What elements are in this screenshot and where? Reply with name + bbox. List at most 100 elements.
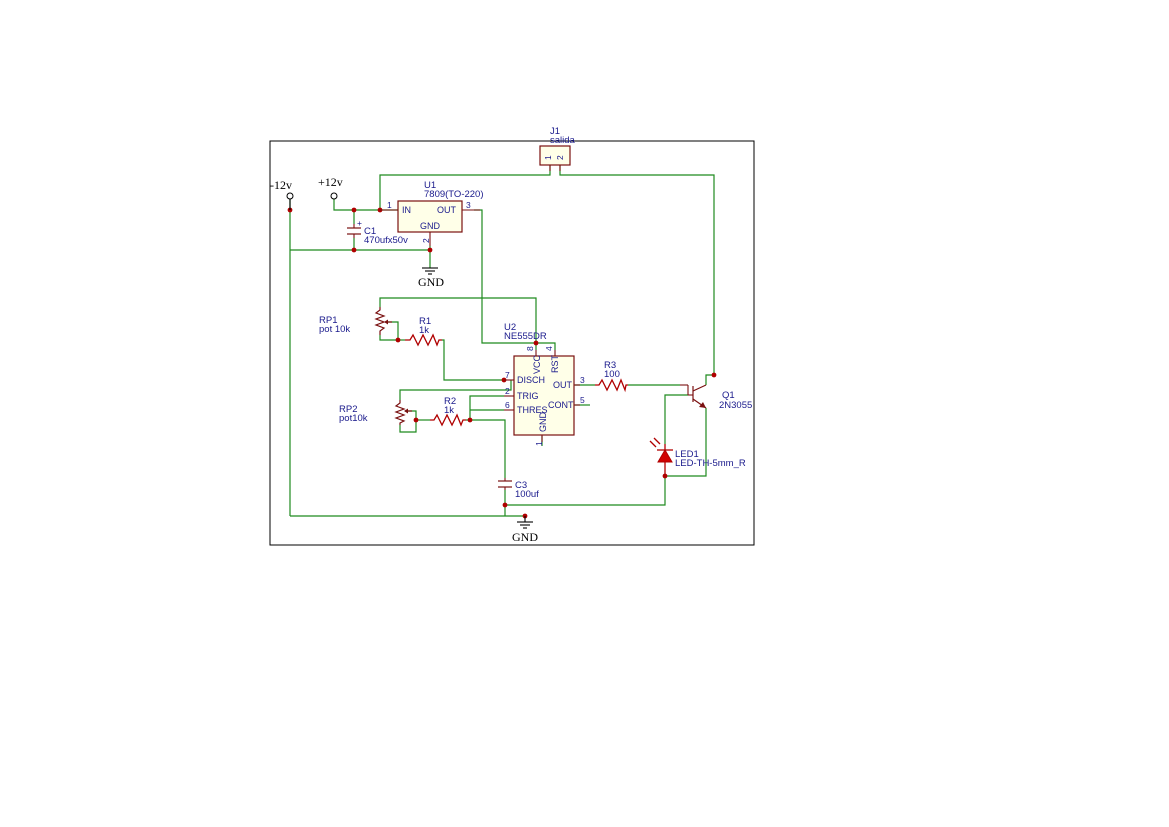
junction (467, 417, 473, 423)
junctions (287, 207, 717, 519)
timer-u2-pin-gnd: GND (538, 412, 548, 433)
capacitor-c3-ref: C3 (515, 480, 527, 491)
capacitor-c3-value: 100uf (515, 489, 539, 500)
transistor-q1-emitter-arrow (699, 402, 706, 408)
connector-j1-pin2: 2 (555, 155, 565, 160)
timer-u2-pin-thres: THRES (517, 405, 548, 415)
junction (533, 340, 539, 346)
timer-u2-body (513, 355, 575, 436)
resistor-r3[interactable]: R3 100 (595, 360, 628, 393)
wire-disch-rp2 (399, 380, 512, 400)
wire-j1-pin2 (559, 165, 715, 375)
wire-c3-top (470, 419, 506, 478)
connector-j1[interactable]: 1 2 J1 salida (539, 126, 576, 171)
power-port-neg12 (286, 192, 294, 200)
regulator-u1-value: 7809(TO-220) (424, 189, 484, 200)
led-led1-ref: LED1 (675, 449, 699, 460)
resistor-r3-value: 100 (604, 369, 620, 380)
potentiometer-rp1[interactable]: RP1 pot 10k (319, 307, 392, 335)
junction (351, 207, 357, 213)
connector-j1-pin1: 1 (543, 155, 553, 160)
regulator-u1-num-out: 3 (466, 200, 471, 210)
connector-j1-ref: J1 (550, 126, 560, 137)
connector-j1-value: salida (550, 135, 576, 146)
timer-u2-num-8: 8 (525, 346, 535, 351)
resistor-r1-ref: R1 (419, 316, 431, 327)
timer-u2-num-4: 4 (544, 346, 554, 351)
timer-u2-num-7: 7 (505, 370, 510, 380)
wire-led-anode (664, 394, 688, 444)
gnd-label-top: GND (418, 275, 444, 289)
gnd-label-bottom: GND (512, 530, 538, 544)
timer-u2-num-5: 5 (580, 395, 585, 405)
wires (289, 165, 715, 517)
power-neg12: -12v (270, 178, 294, 210)
resistor-r1[interactable]: R1 1k (405, 316, 442, 347)
power-port-pos12 (330, 192, 338, 200)
led-led1-value: LED-TH-5mm_R (675, 458, 746, 469)
capacitor-c1[interactable]: + C1 470ufx50v (347, 218, 408, 246)
power-label-neg12: -12v (270, 178, 292, 192)
timer-u2-pin-vcc: VCC (532, 354, 542, 374)
potentiometer-rp1-value: pot 10k (319, 324, 350, 335)
resistor-r2-value: 1k (444, 405, 454, 416)
junction (662, 473, 668, 479)
capacitor-c1-polarity: + (357, 218, 362, 228)
potentiometer-rp2-ref: RP2 (339, 404, 357, 415)
junction (711, 372, 717, 378)
led-led1-body (657, 449, 673, 463)
resistor-r1-value: 1k (419, 325, 429, 336)
junction (395, 337, 401, 343)
wire-r2-thres (466, 395, 504, 421)
resistor-r2[interactable]: R2 1k (430, 396, 466, 427)
regulator-u1-pin-out: OUT (437, 205, 457, 215)
transistor-q1-ref: Q1 (722, 390, 735, 401)
wire-rp2-wiper (399, 410, 417, 433)
wire-r1-disch (442, 339, 504, 381)
gnd-symbol-bottom: GND (512, 516, 538, 544)
capacitor-c3[interactable]: C3 100uf (498, 478, 539, 500)
transistor-q1-value: 2N3055 (719, 400, 752, 411)
timer-u2-num-3: 3 (580, 375, 585, 385)
junction (351, 247, 357, 253)
resistor-r3-ref: R3 (604, 360, 616, 371)
timer-u2-pin-rst: RST (550, 354, 560, 373)
resistor-r2-ref: R2 (444, 396, 456, 407)
regulator-u1-num-gnd: 2 (421, 238, 431, 243)
timer-u2[interactable]: VCC RST DISCH TRIG THRES GND OUT CONT 8 … (504, 322, 585, 446)
led-led1-ray (653, 437, 661, 445)
regulator-u1[interactable]: IN OUT GND 1 3 2 U1 7809(TO-220) (380, 180, 484, 246)
timer-u2-num-2: 2 (505, 386, 510, 396)
regulator-u1-ref: U1 (424, 180, 436, 191)
timer-u2-pin-disch: DISCH (517, 375, 545, 385)
wire-gnd-led (505, 474, 666, 506)
wire-q1-emitter (665, 408, 707, 477)
junction (413, 417, 419, 423)
potentiometer-rp2[interactable]: RP2 pot10k (339, 400, 412, 425)
timer-u2-value: NE555DR (504, 331, 547, 342)
wire-12v-in (333, 196, 398, 211)
sheet-frame (269, 140, 755, 546)
wire-u2-rst (536, 342, 556, 350)
timer-u2-num-6: 6 (505, 400, 510, 410)
power-label-pos12: +12v (318, 175, 343, 189)
timer-u2-pin-out: OUT (553, 380, 573, 390)
capacitor-c1-ref: C1 (364, 226, 376, 237)
wire-rp1-wiper (379, 321, 399, 341)
wire-q1-collector (705, 374, 714, 385)
timer-u2-ref: U2 (504, 322, 516, 333)
gnd-symbol-top: GND (418, 267, 444, 289)
led-led1-ray (649, 440, 657, 448)
timer-u2-num-1: 1 (534, 441, 544, 446)
transistor-q1[interactable]: Q1 2N3055 (680, 384, 752, 411)
potentiometer-rp2-value: pot10k (339, 413, 368, 424)
regulator-u1-pin-in: IN (402, 205, 411, 215)
junction (427, 247, 433, 253)
regulator-u1-pin-gnd: GND (420, 221, 441, 231)
led-led1[interactable]: LED1 LED-TH-5mm_R (649, 437, 746, 474)
timer-u2-pin-trig: TRIG (517, 391, 539, 401)
regulator-u1-num-in: 1 (387, 200, 392, 210)
junction (502, 502, 508, 508)
wire-rp1-top (379, 297, 537, 343)
power-pos12: +12v (318, 175, 343, 200)
